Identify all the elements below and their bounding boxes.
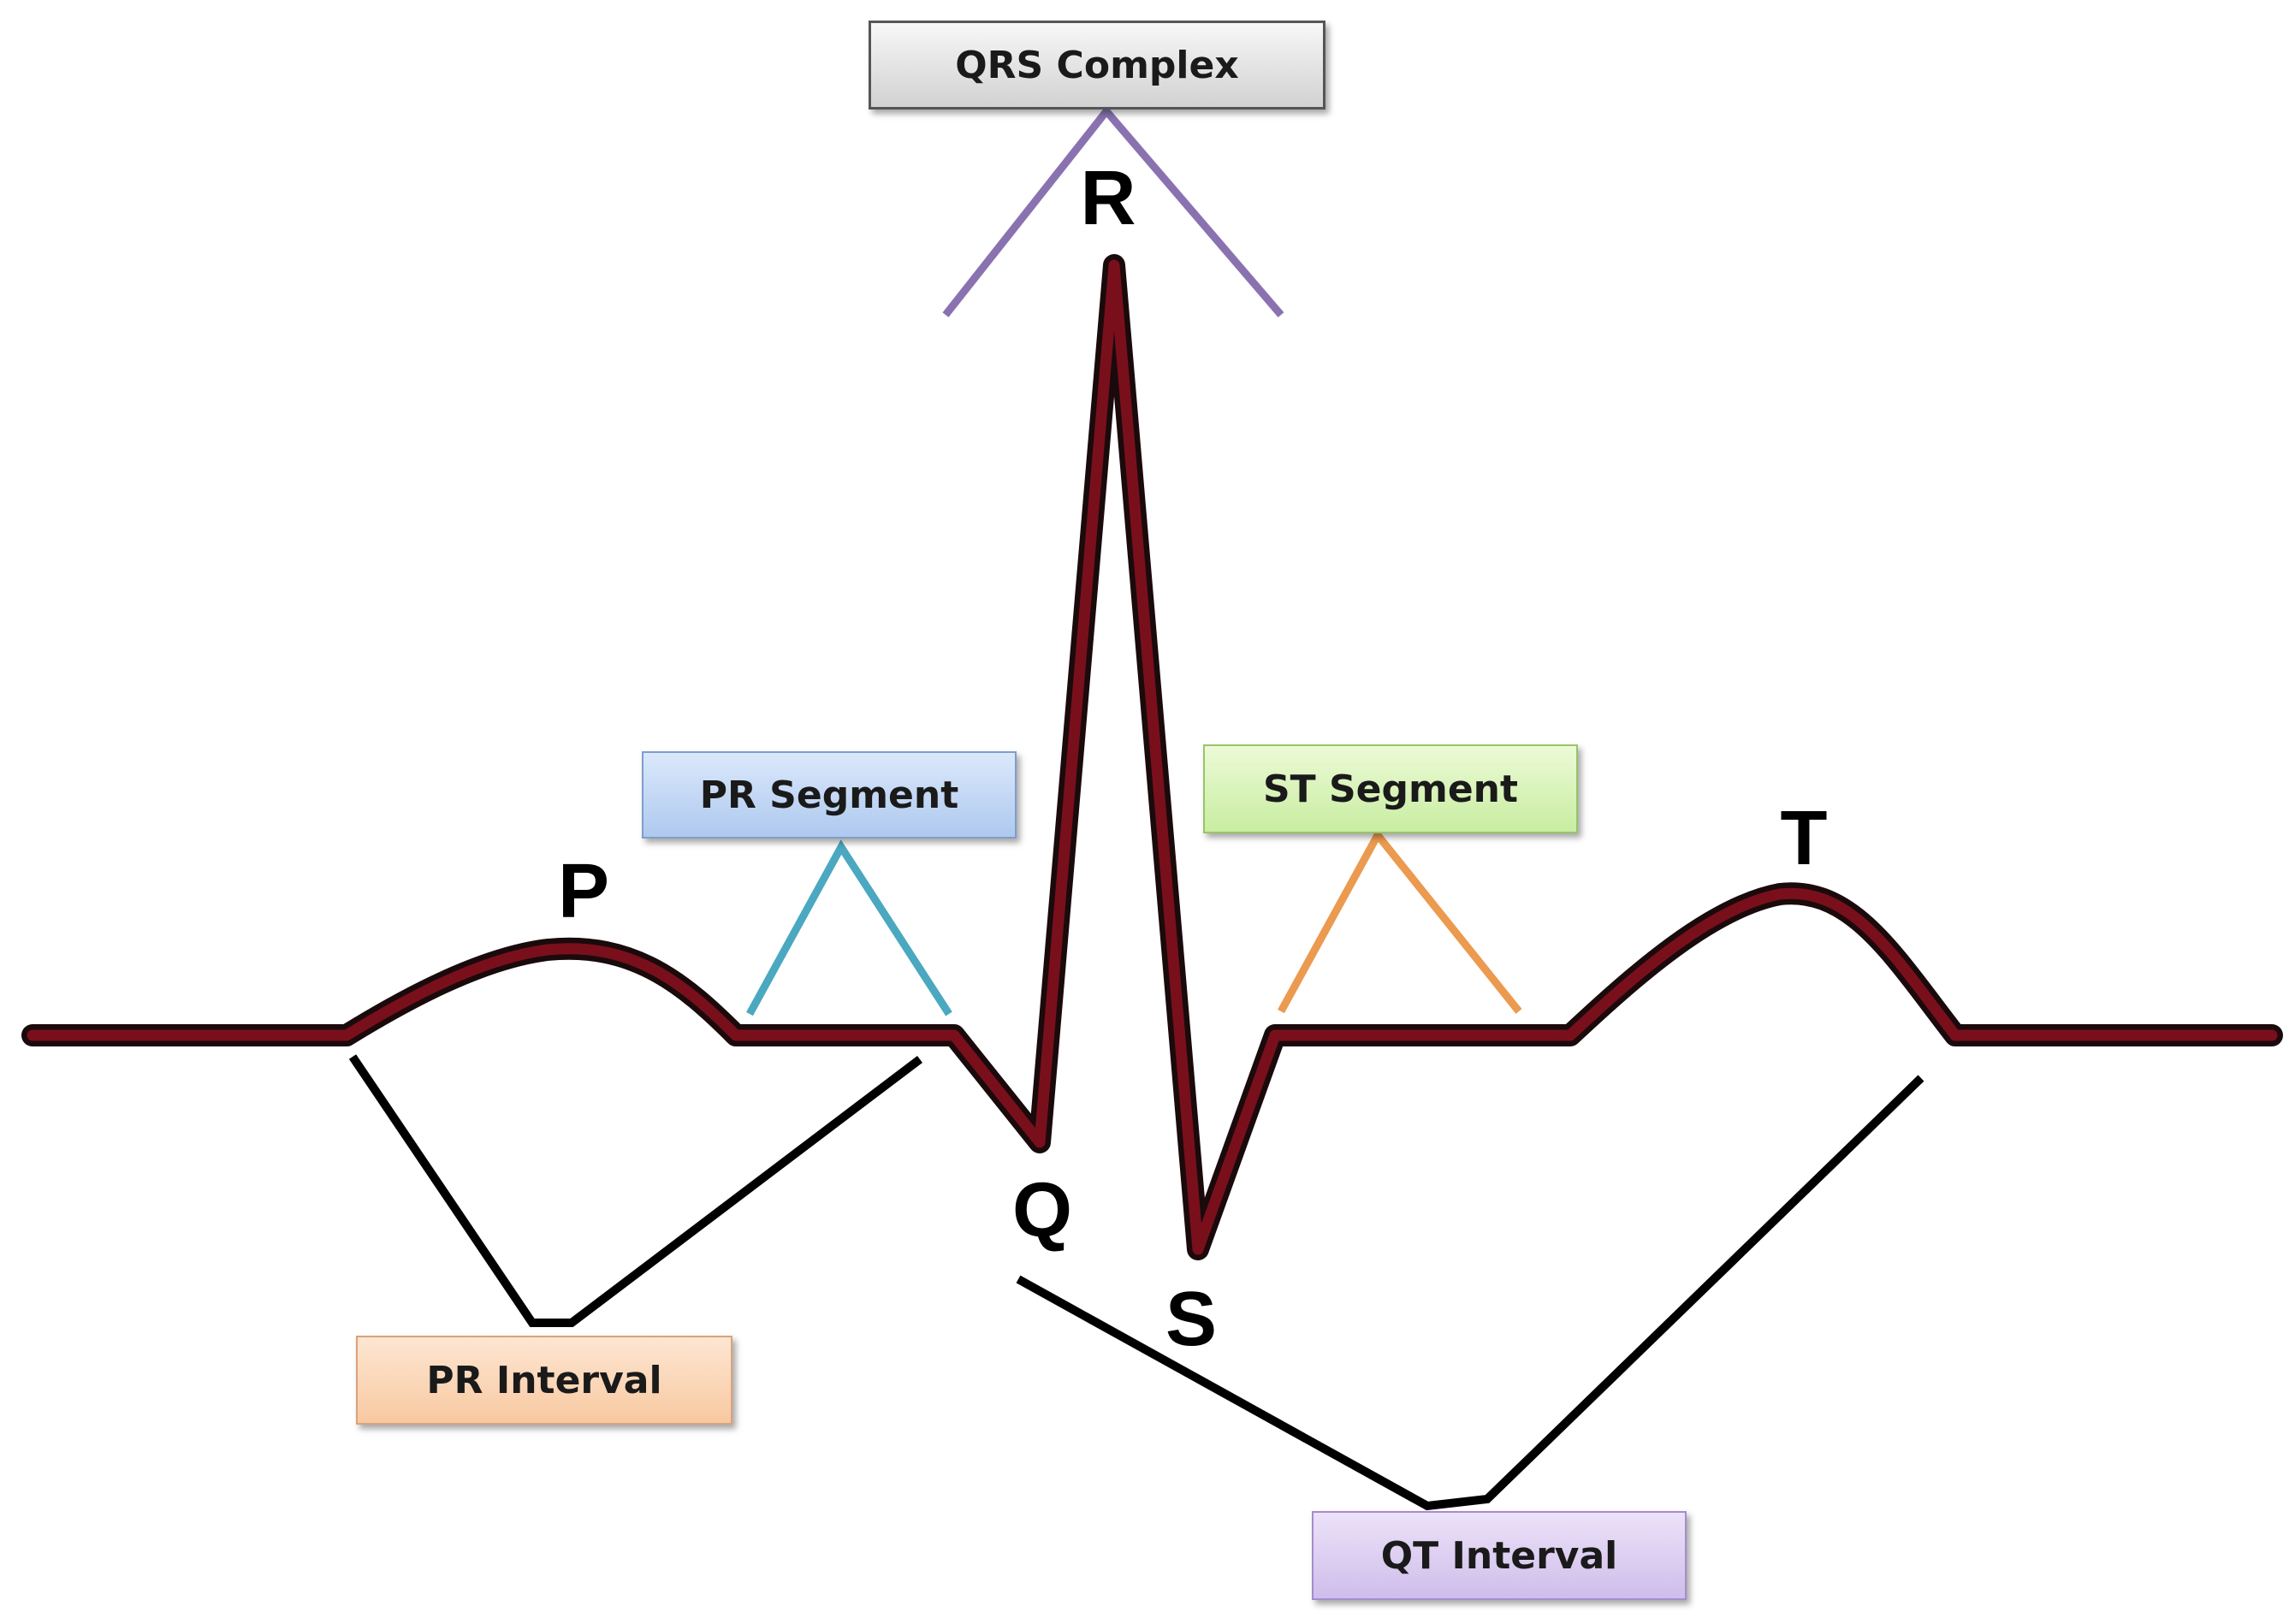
st-segment-bracket	[1278, 827, 1522, 1014]
ecg-waveform	[21, 254, 2283, 1260]
p-wave-label: P	[558, 849, 609, 934]
qt-interval-label: QT Interval	[1312, 1511, 1687, 1600]
pr-interval-label: PR Interval	[356, 1336, 732, 1425]
pr-segment-label: PR Segment	[642, 751, 1017, 839]
r-wave-label: R	[1081, 156, 1136, 241]
q-wave-label: Q	[1012, 1168, 1072, 1254]
pr-interval-bracket	[348, 1054, 923, 1327]
qrs-complex-bracket	[942, 104, 1284, 317]
s-wave-label: S	[1165, 1277, 1217, 1362]
t-wave-label: T	[1781, 796, 1828, 881]
qt-interval-bracket	[1016, 1075, 1924, 1511]
qrs-complex-label: QRS Complex	[869, 21, 1325, 110]
pr-segment-bracket	[746, 839, 952, 1016]
st-segment-label: ST Segment	[1203, 744, 1578, 833]
